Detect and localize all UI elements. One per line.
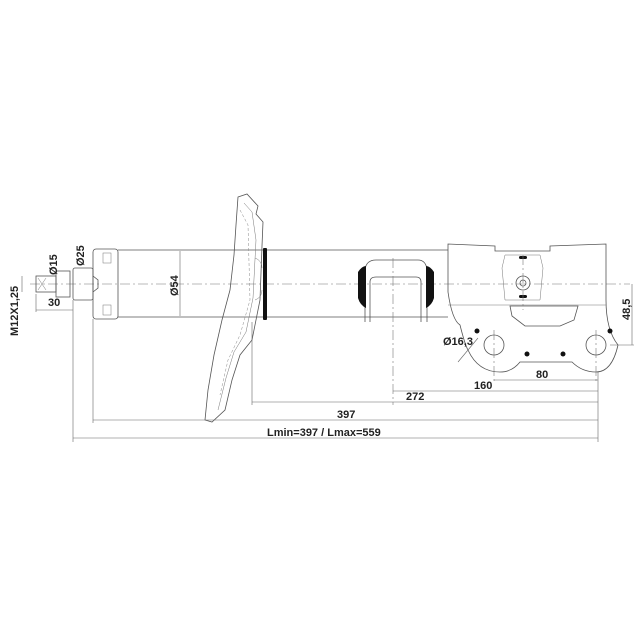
tube-diameter-label: Ø54 — [169, 274, 181, 296]
lower-hole-label: 160 — [474, 380, 492, 392]
knuckle-bracket — [447, 243, 619, 382]
rod-diameter-label: Ø15 — [48, 254, 60, 275]
length-range-label: Lmin=397 / Lmax=559 — [267, 427, 381, 439]
hole-diameter-label: Ø16,3 — [443, 336, 473, 348]
thread-length-label: 30 — [48, 297, 60, 309]
dimension-lines — [21, 276, 634, 442]
bushing-label: 272 — [406, 391, 424, 403]
hole-offset-label: 48,5 — [621, 299, 633, 320]
tube-cap — [92, 248, 119, 320]
collar-diameter-label: Ø25 — [75, 245, 87, 266]
spring-seat-plate — [204, 193, 267, 423]
hole-spacing-label: 80 — [536, 369, 548, 381]
body-length-label: 397 — [337, 409, 355, 421]
mount-bushing — [358, 258, 434, 405]
piston-rod — [35, 267, 99, 301]
thread-label: M12X1,25 — [9, 286, 21, 336]
seal-ring — [263, 248, 267, 320]
